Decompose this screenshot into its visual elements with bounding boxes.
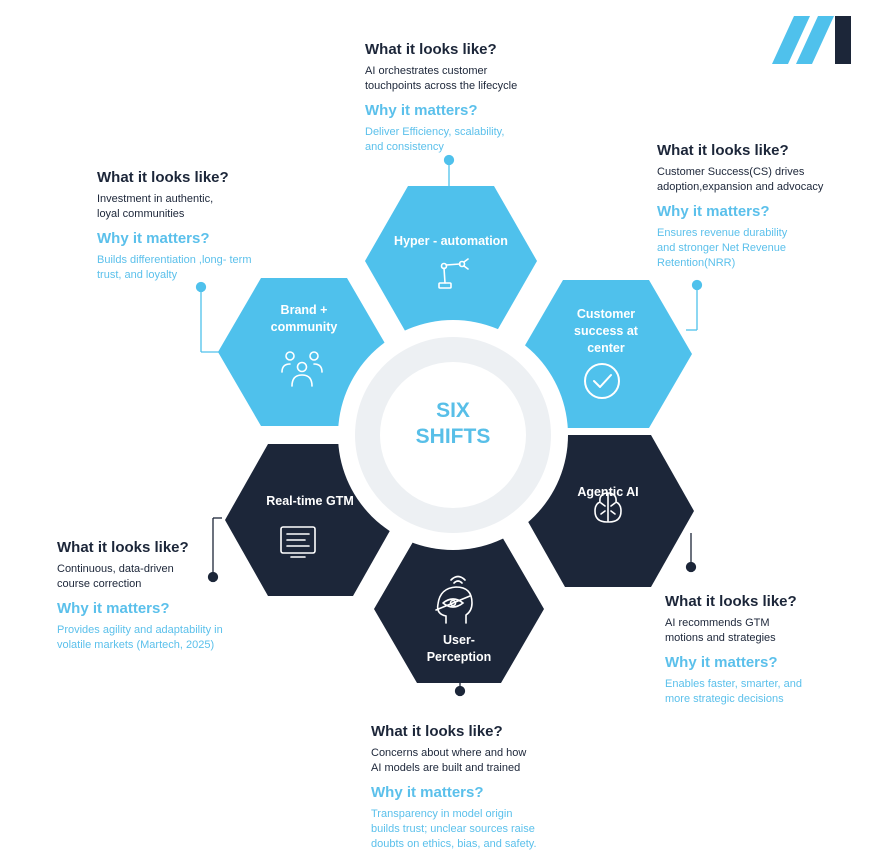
why-matters-text: Transparency in model origin builds trus… [371, 808, 537, 850]
text-block-customer-success: What it looks like? Customer Success(CS)… [657, 141, 867, 271]
why-matters-heading: Why it matters? [57, 600, 170, 617]
hex-label-customer-success: Customer success at center [574, 307, 638, 355]
connector-dot-realtime [207, 571, 219, 583]
looks-like-heading: What it looks like? [657, 142, 789, 159]
text-block-agentic-ai: What it looks like? AI recommends GTM mo… [665, 592, 865, 707]
text-block-brand-community: What it looks like? Investment in authen… [97, 168, 307, 283]
looks-like-text: Investment in authentic, loyal communiti… [97, 193, 214, 220]
connector-dot-agentic [685, 561, 697, 573]
hexagon-hyper-automation [365, 186, 537, 336]
brand-logo [772, 16, 851, 64]
hexagon-brand-community [218, 278, 390, 426]
why-matters-heading: Why it matters? [371, 784, 484, 801]
looks-like-text: Customer Success(CS) drives adoption,exp… [657, 166, 824, 193]
looks-like-text: Concerns about where and how AI models a… [371, 747, 527, 774]
why-matters-heading: Why it matters? [665, 654, 778, 671]
why-matters-heading: Why it matters? [657, 203, 770, 220]
why-matters-text: Ensures revenue durability and stronger … [657, 227, 788, 269]
hex-label-hyper-automation: Hyper - automation [394, 234, 508, 248]
hex-label-user-perception: User- Perception [426, 633, 492, 664]
looks-like-heading: What it looks like? [371, 723, 503, 740]
connector-dot-brand [195, 281, 207, 293]
looks-like-heading: What it looks like? [365, 41, 497, 58]
hex-label-agentic-ai: Agentic AI [577, 485, 639, 499]
looks-like-heading: What it looks like? [665, 593, 797, 610]
why-matters-text: Enables faster, smarter, and more strate… [665, 678, 802, 705]
hexagon-user-perception [374, 535, 544, 683]
text-block-real-time-gtm: What it looks like? Continuous, data-dri… [57, 538, 277, 653]
center-title-line1: SIX [436, 399, 470, 422]
why-matters-heading: Why it matters? [97, 230, 210, 247]
why-matters-heading: Why it matters? [365, 102, 478, 119]
why-matters-text: Deliver Efficiency, scalability, and con… [365, 126, 505, 153]
center-inner-circle [380, 362, 526, 508]
hexagon-customer-success [520, 280, 692, 428]
looks-like-text: AI recommends GTM motions and strategies [665, 617, 776, 644]
looks-like-heading: What it looks like? [97, 169, 229, 186]
looks-like-text: AI orchestrates customer touchpoints acr… [365, 65, 518, 92]
check-circle-icon [584, 363, 620, 399]
text-block-user-perception: What it looks like? Concerns about where… [371, 722, 611, 852]
looks-like-heading: What it looks like? [57, 539, 189, 556]
looks-like-text: Continuous, data-driven course correctio… [57, 563, 174, 590]
dashboard-screen-icon [280, 526, 316, 558]
text-block-hyper-automation: What it looks like? AI orchestrates cust… [365, 40, 605, 155]
head-eye-icon [435, 575, 473, 624]
connector-dot-hyper [443, 154, 455, 166]
brain-chip-icon [594, 492, 622, 523]
connector-dot-user [454, 685, 466, 697]
robot-arm-icon [438, 258, 469, 289]
center-title: SIX SHIFTS [378, 398, 528, 450]
why-matters-text: Provides agility and adaptability in vol… [57, 624, 223, 651]
community-people-icon [281, 351, 323, 387]
center-title-line2: SHIFTS [415, 425, 491, 448]
why-matters-text: Builds differentiation ,long- term trust… [97, 254, 252, 281]
hex-label-brand-community: Brand + community [270, 303, 338, 334]
hex-label-real-time-gtm: Real-time GTM [266, 494, 354, 508]
connector-dot-customer [691, 279, 703, 291]
